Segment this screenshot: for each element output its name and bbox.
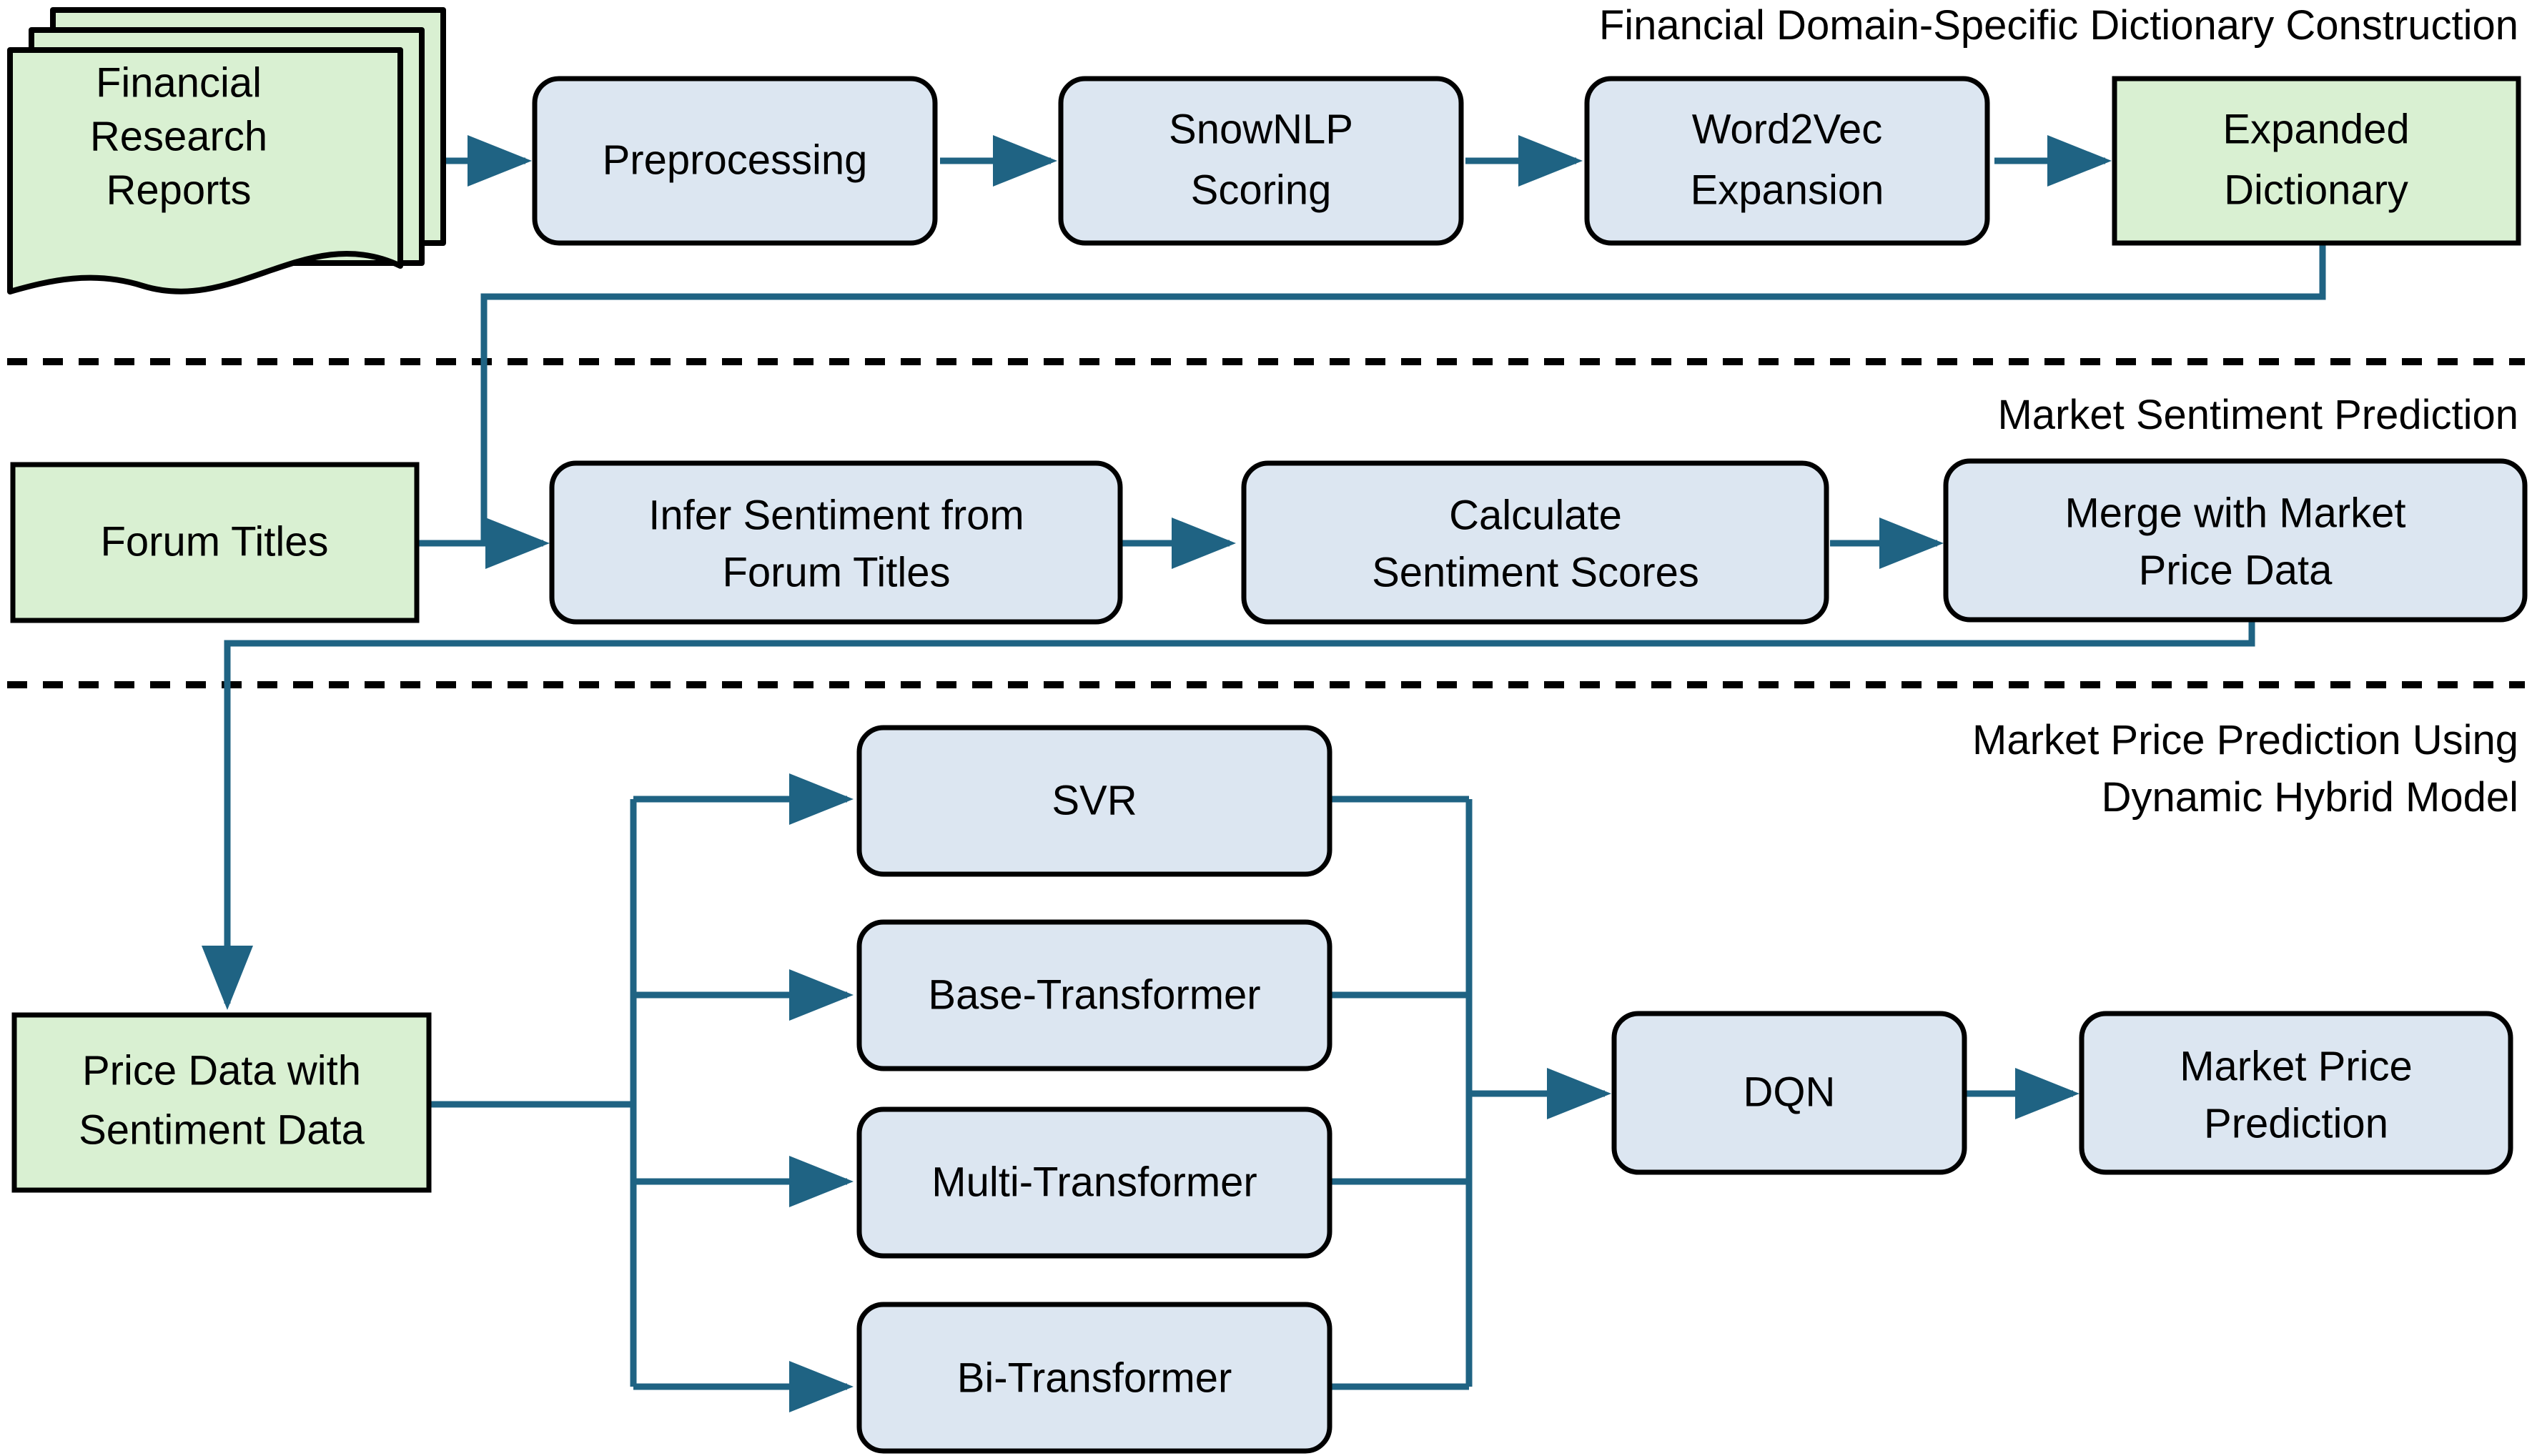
node-label-line: Merge with Market (2064, 490, 2405, 536)
node-snownlp-scoring[interactable]: SnowNLP Scoring (1058, 76, 1464, 246)
node-price-data-sentiment[interactable]: Price Data with Sentiment Data (11, 1012, 432, 1193)
node-box (2112, 76, 2521, 246)
node-label-line: Price Data with (82, 1047, 361, 1094)
node-svr[interactable]: SVR (856, 725, 1332, 877)
document-front-sheet (7, 47, 403, 294)
edge-merge-to-pricedata (202, 616, 2255, 1010)
node-label-line: Prediction (2204, 1100, 2388, 1147)
section-title-dictionary: Financial Domain-Specific Dictionary Con… (1599, 2, 2518, 49)
node-label-line: SVR (1052, 777, 1137, 823)
node-infer-sentiment[interactable]: Infer Sentiment from Forum Titles (549, 460, 1123, 625)
node-financial-research-reports[interactable]: Financial Research Reports (7, 7, 446, 294)
node-word2vec-expansion[interactable]: Word2Vec Expansion (1584, 76, 1990, 246)
node-merge-market-price[interactable]: Merge with Market Price Data (1943, 458, 2528, 623)
node-bi-transformer[interactable]: Bi-Transformer (856, 1302, 1332, 1454)
node-label-line: Infer Sentiment from (648, 492, 1024, 538)
node-expanded-dictionary[interactable]: Expanded Dictionary (2112, 76, 2521, 246)
node-forum-titles[interactable]: Forum Titles (10, 462, 420, 623)
node-label-line: Preprocessing (603, 137, 868, 183)
node-box (856, 919, 1332, 1071)
node-box (1058, 76, 1464, 246)
section-title-price-line1: Market Price Prediction Using (1972, 717, 2518, 763)
node-label-line: Reports (106, 167, 251, 213)
node-box (856, 1106, 1332, 1259)
node-box (10, 462, 420, 623)
node-label-line: Base-Transformer (928, 971, 1260, 1018)
node-preprocessing[interactable]: Preprocessing (532, 76, 938, 246)
node-box (1584, 76, 1990, 246)
node-label-line: Price Data (2139, 547, 2333, 593)
node-dqn[interactable]: DQN (1611, 1011, 1967, 1175)
node-label-line: Market Price (2180, 1043, 2413, 1089)
node-base-transformer[interactable]: Base-Transformer (856, 919, 1332, 1071)
section-title-sentiment: Market Sentiment Prediction (1997, 392, 2518, 438)
node-label-line: Scoring (1191, 167, 1332, 213)
node-box (1943, 458, 2528, 623)
edge-dictionary-to-infer (480, 242, 2326, 543)
node-market-price-prediction[interactable]: Market Price Prediction (2079, 1011, 2513, 1175)
node-box (1611, 1011, 1967, 1175)
node-label-line: Expanded (2222, 106, 2409, 152)
section-title-price-line2: Dynamic Hybrid Model (2102, 774, 2518, 821)
node-label-line: Dictionary (2224, 167, 2408, 213)
node-multi-transformer[interactable]: Multi-Transformer (856, 1106, 1332, 1259)
node-label-line: Word2Vec (1692, 106, 1883, 152)
node-label-line: Forum Titles (100, 518, 328, 565)
node-box (2079, 1011, 2513, 1175)
node-label-line: Forum Titles (722, 549, 950, 595)
node-box (856, 725, 1332, 877)
node-box (856, 1302, 1332, 1454)
node-label-line: Expansion (1691, 167, 1884, 213)
node-box (532, 76, 938, 246)
node-label-line: Research (90, 113, 267, 159)
node-label-line: Multi-Transformer (931, 1159, 1257, 1205)
node-label-line: SnowNLP (1169, 106, 1353, 152)
node-box (549, 460, 1123, 625)
node-box (11, 1012, 432, 1193)
node-label-line: Bi-Transformer (957, 1355, 1232, 1401)
node-label-line: Sentiment Data (79, 1106, 365, 1153)
node-box (1241, 460, 1829, 625)
node-label-line: Sentiment Scores (1372, 549, 1699, 595)
node-label-line: Calculate (1449, 492, 1622, 538)
node-label-line: Financial (96, 59, 262, 106)
node-label-line: DQN (1744, 1069, 1836, 1115)
node-calculate-sentiment-scores[interactable]: Calculate Sentiment Scores (1241, 460, 1829, 625)
